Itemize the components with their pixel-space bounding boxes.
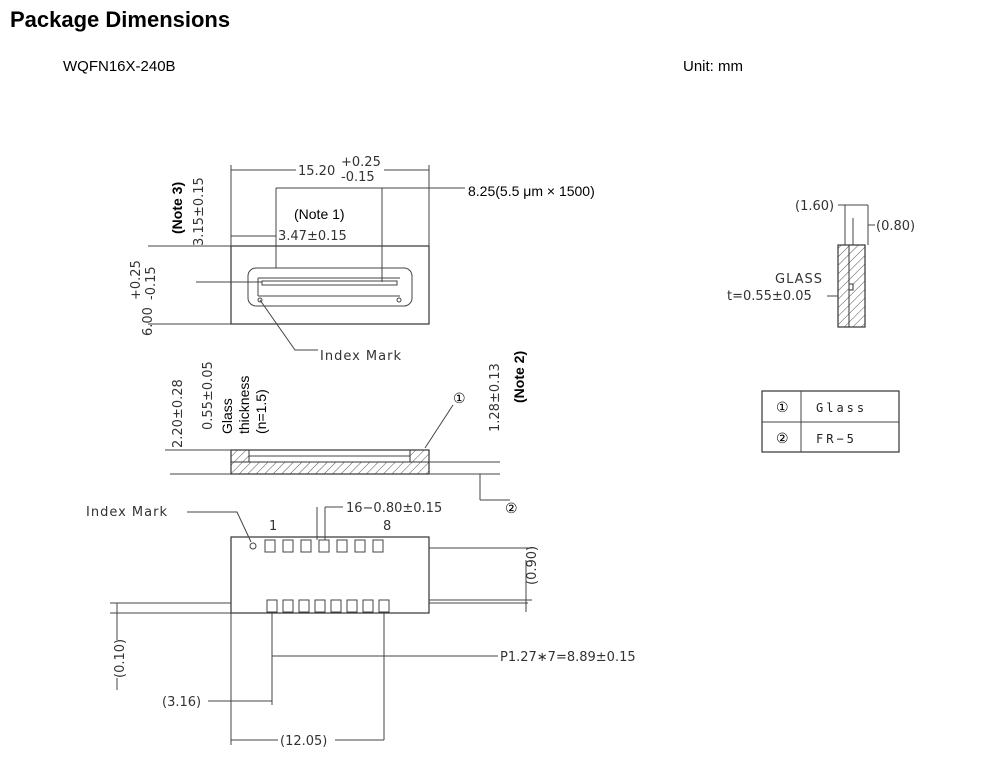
width-dim: 15.20 xyxy=(298,164,335,179)
section-view: (1.60) (0.80) GLASS t=0.55±0.05 xyxy=(727,199,915,328)
package-outline-bottom xyxy=(230,536,430,614)
section-width-dim: (1.60) xyxy=(795,199,834,214)
glass-label-3: (n=1.5) xyxy=(253,389,269,434)
pitch-dim: P1.27∗7=8.89±0.15 xyxy=(500,650,636,665)
index-mark-dot xyxy=(257,297,263,303)
height-tol-minus: -0.15 xyxy=(144,266,159,300)
substrate-hatch xyxy=(230,461,430,475)
table-row-1-no: ① xyxy=(776,399,789,415)
glass-thickness-dim: t=0.55±0.05 xyxy=(727,289,812,304)
marker-1: ① xyxy=(453,390,466,406)
height-tol-plus: +0.25 xyxy=(129,260,144,300)
height-dim: 6.00 xyxy=(141,307,156,336)
pin-8-label: 8 xyxy=(383,519,391,534)
glass-section-hatch xyxy=(837,244,850,328)
span-dim: (12.05) xyxy=(280,734,327,749)
table-row-2-material: FR−5 xyxy=(816,432,857,446)
package-outline-top xyxy=(230,245,430,325)
section-gap-dim: (0.80) xyxy=(876,219,915,234)
pad-dim: 16−0.80±0.15 xyxy=(346,501,442,516)
bottom-view: 1 8 Index Mark 16−0.80±0.15 (0.90) (0.10… xyxy=(86,501,636,749)
note3-label: (Note 3) xyxy=(169,182,185,234)
note1-label: (Note 1) xyxy=(294,206,345,222)
model-number: WQFN16X-240B xyxy=(63,58,176,75)
offset-bottom-dim: (0.10) xyxy=(113,639,128,678)
offset-v-dim: 3.15±0.15 xyxy=(192,177,207,246)
note2-label: (Note 2) xyxy=(511,351,527,403)
glass-section-label: GLASS xyxy=(775,272,823,287)
active-length-label: 8.25(5.5 μm × 1500) xyxy=(468,183,595,199)
table-row-1-material: Glass xyxy=(816,401,867,415)
pad-space-dim: (0.90) xyxy=(525,546,540,585)
chip-height-dim: 1.28±0.13 xyxy=(488,363,503,432)
glass-label-1: Glass xyxy=(219,398,235,434)
materials-table: ① Glass ② FR−5 xyxy=(761,390,900,453)
pad-row-bottom xyxy=(266,599,390,613)
index-mark-circle xyxy=(249,542,257,550)
side-view: 2.20±0.28 0.55±0.05 Glass thickness (n=1… xyxy=(165,351,527,516)
width-tol-plus: +0.25 xyxy=(341,155,381,170)
glass-dim: 0.55±0.05 xyxy=(201,361,216,430)
table-row-2-no: ② xyxy=(776,430,789,446)
glass-label-2: thickness xyxy=(236,376,252,434)
index-mark-bottom-label: Index Mark xyxy=(86,505,168,520)
marker-2: ② xyxy=(505,500,518,516)
total-height-dim: 2.20±0.28 xyxy=(171,379,186,448)
pad-row-top xyxy=(264,539,384,553)
glass-window xyxy=(247,267,413,307)
width-tol-minus: -0.15 xyxy=(341,170,375,185)
offset-dim: 3.47±0.15 xyxy=(278,229,347,244)
unit-label: Unit: mm xyxy=(683,58,743,75)
top-view: 15.20 +0.25 -0.15 8.25(5.5 μm × 1500) (N… xyxy=(129,155,595,364)
page-title: Package Dimensions xyxy=(10,7,231,32)
active-area xyxy=(261,280,398,286)
pin-1-label: 1 xyxy=(269,519,277,534)
left-offset-dim: (3.16) xyxy=(162,695,201,710)
index-mark-top-label: Index Mark xyxy=(320,349,402,364)
